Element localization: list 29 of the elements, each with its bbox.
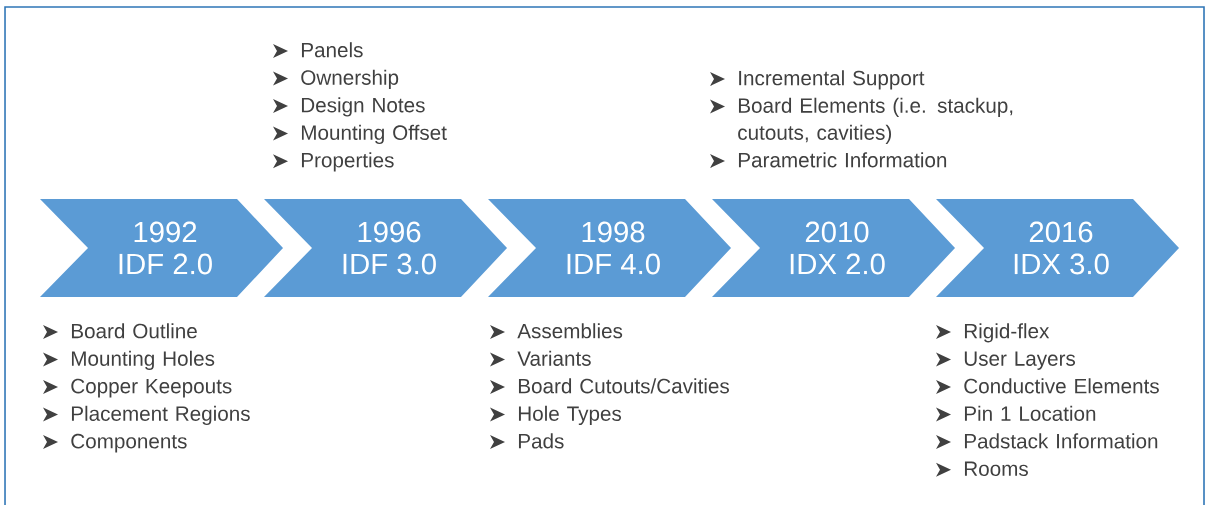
list-item: Assemblies bbox=[517, 323, 623, 339]
timeline-step: 1996 IDF 3.0 bbox=[264, 199, 507, 297]
list-item: Board Cutouts/Cavities bbox=[518, 378, 729, 394]
list-item: User Layers bbox=[964, 351, 1076, 370]
list-item: Ownership bbox=[301, 69, 399, 89]
list-item: Variants bbox=[517, 350, 591, 366]
list-item: Pin 1 Location bbox=[964, 405, 1096, 421]
list-item: Placement Regions bbox=[71, 405, 250, 426]
timeline-step: 2016 IDX 3.0 bbox=[936, 199, 1179, 297]
list-item: Design Notes bbox=[301, 97, 425, 117]
list-item: Conductive Elements bbox=[964, 378, 1159, 394]
list-item: Rigid-flex bbox=[964, 323, 1050, 343]
list-item: Copper Keepouts bbox=[71, 378, 232, 398]
list-item: Padstack Information bbox=[964, 433, 1158, 449]
list-item: Incremental Support bbox=[739, 70, 925, 90]
list-item: Properties bbox=[301, 152, 394, 172]
list-item: Pads bbox=[518, 433, 564, 449]
timeline-step: 1998 IDF 4.0 bbox=[488, 199, 731, 297]
list-item: Hole Types bbox=[518, 405, 622, 426]
list-item: Components bbox=[71, 433, 187, 453]
list-item: Rooms bbox=[964, 461, 1028, 477]
list-item: Board Elements (i.e. stackup, cutouts, cavities) bbox=[738, 97, 1013, 144]
timeline-step: 1992 IDF 2.0 bbox=[40, 199, 283, 297]
list-item: Mounting Holes bbox=[71, 350, 215, 370]
list-item: Parametric Information bbox=[738, 152, 947, 168]
timeline-step: 2010 IDX 2.0 bbox=[712, 199, 955, 297]
list-item: Board Outline bbox=[71, 323, 197, 339]
list-item: Mounting Offset bbox=[301, 124, 447, 145]
list-item: Panels bbox=[301, 42, 363, 58]
